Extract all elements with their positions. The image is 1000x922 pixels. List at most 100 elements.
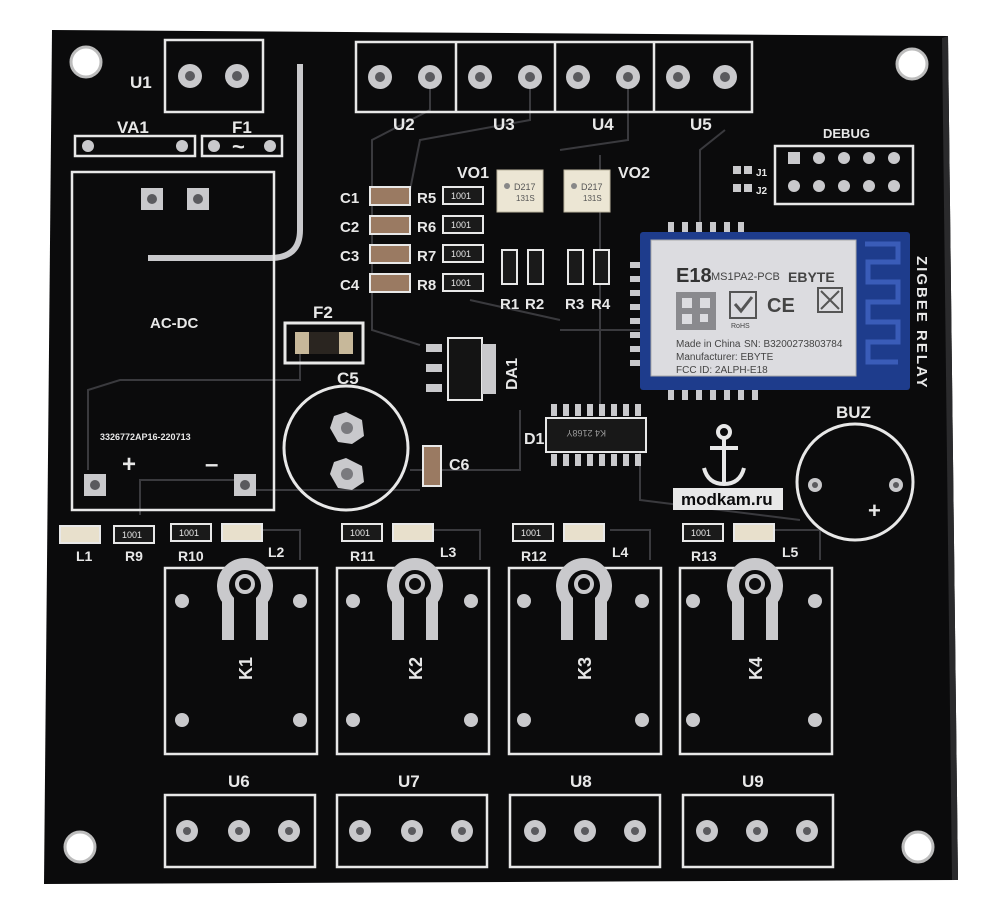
optocoupler-mark: D217	[514, 182, 536, 192]
hv-trace	[148, 64, 303, 261]
label-r5: R5	[417, 190, 436, 207]
label-u9: U9	[742, 772, 764, 791]
label-r13: R13	[691, 548, 717, 564]
terminal-u1	[163, 38, 265, 114]
label-r12: R12	[521, 548, 547, 564]
label-d1: D1	[524, 431, 545, 448]
label-u6: U6	[228, 772, 250, 791]
anchor-icon	[702, 424, 746, 487]
label-l4: L4	[612, 544, 629, 560]
module-sn: SN: B3200273803784	[744, 339, 843, 350]
relay-k2	[335, 558, 491, 756]
label-j2: J2	[756, 186, 768, 197]
buz-plus: +	[868, 498, 881, 523]
label-da1: DA1	[504, 358, 521, 390]
capacitor-c6	[422, 445, 442, 487]
f1-pad	[208, 140, 220, 152]
label-f1: F1	[232, 118, 252, 137]
label-r11: R11	[350, 548, 375, 564]
label-u2: U2	[393, 115, 415, 134]
va1-pad	[82, 140, 94, 152]
terminal-block-u6-u9	[163, 793, 835, 869]
optocoupler-mark: D217	[581, 182, 603, 192]
capacitor-c5	[282, 384, 410, 512]
label-k1: K1	[236, 657, 256, 680]
debug-header	[773, 144, 915, 206]
label-c6: C6	[449, 457, 470, 474]
f1-outline	[200, 134, 284, 158]
label-r2: R2	[525, 296, 544, 313]
label-va1: VA1	[117, 118, 149, 137]
resistor-code: 1001	[451, 191, 471, 201]
module-made-in: Made in China	[676, 339, 741, 350]
terminal-block-u2-u5	[354, 40, 754, 114]
module-model: MS1PA2-PCB	[711, 271, 780, 283]
label-c5: C5	[337, 369, 359, 388]
label-l1: L1	[76, 548, 93, 564]
resistor-code: 1001	[179, 528, 199, 538]
va1-pad	[176, 140, 188, 152]
optocoupler-code: 131S	[583, 194, 602, 203]
board-title: ZIGBEE RELAY	[913, 256, 930, 389]
optocoupler-vo2: D217 131S	[563, 169, 611, 213]
label-u7: U7	[398, 772, 420, 791]
label-buz: BUZ	[836, 403, 871, 422]
ic-code: K4 2168Y	[566, 428, 606, 438]
resistor-code: 1001	[451, 249, 471, 259]
module-ce: CE	[767, 295, 795, 317]
relay-k1	[163, 558, 319, 756]
label-k2: K2	[406, 657, 426, 680]
resistor-code: 1001	[350, 528, 370, 538]
label-r8: R8	[417, 277, 436, 294]
label-k4: K4	[746, 657, 766, 680]
label-u4: U4	[592, 115, 614, 134]
acdc-outline	[70, 170, 276, 512]
acdc-pads	[84, 188, 256, 496]
relay-k3	[507, 558, 663, 756]
label-j1: J1	[756, 168, 768, 179]
module-brand: EBYTE	[788, 269, 835, 285]
resistor-code: 1001	[451, 220, 471, 230]
acdc-plus: +	[122, 451, 136, 478]
label-r3: R3	[565, 296, 584, 313]
label-c2: C2	[340, 219, 359, 236]
resistor-code: 1001	[122, 530, 142, 540]
module-fcc: FCC ID: 2ALPH-E18	[676, 365, 768, 376]
label-l2: L2	[268, 544, 285, 560]
board-edge	[942, 36, 958, 880]
capacitors-c1-c4	[369, 186, 411, 293]
f1-symbol: ~	[232, 134, 245, 159]
acdc-label: AC-DC	[150, 315, 198, 332]
e18-module	[630, 222, 910, 400]
resistor-code: 1001	[691, 528, 711, 538]
led-resistor-row	[59, 523, 775, 544]
label-debug: DEBUG	[823, 126, 870, 141]
label-c1: C1	[340, 190, 359, 207]
fuse-f2	[283, 321, 365, 365]
optocoupler-vo1: D217 131S	[496, 169, 544, 213]
resistor-code: 1001	[451, 278, 471, 288]
label-r4: R4	[591, 296, 611, 313]
watermark-box	[673, 488, 783, 510]
jumper-pads	[733, 166, 752, 192]
ic-d1	[545, 404, 647, 466]
label-c4: C4	[340, 277, 360, 294]
label-u5: U5	[690, 115, 712, 134]
module-manufacturer: Manufacturer: EBYTE	[676, 352, 774, 363]
label-vo2: VO2	[618, 165, 650, 182]
label-r6: R6	[417, 219, 436, 236]
mounting-holes	[63, 45, 935, 864]
label-l5: L5	[782, 544, 799, 560]
label-r7: R7	[417, 248, 436, 265]
label-k3: K3	[575, 657, 595, 680]
label-r10: R10	[178, 548, 204, 564]
resistor-code: 1001	[521, 528, 541, 538]
label-u8: U8	[570, 772, 592, 791]
module-name: E18	[676, 265, 712, 287]
module-rohs: RoHS	[731, 323, 750, 330]
regulator-da1	[426, 337, 496, 401]
label-u3: U3	[493, 115, 515, 134]
relay-k4	[678, 558, 834, 756]
